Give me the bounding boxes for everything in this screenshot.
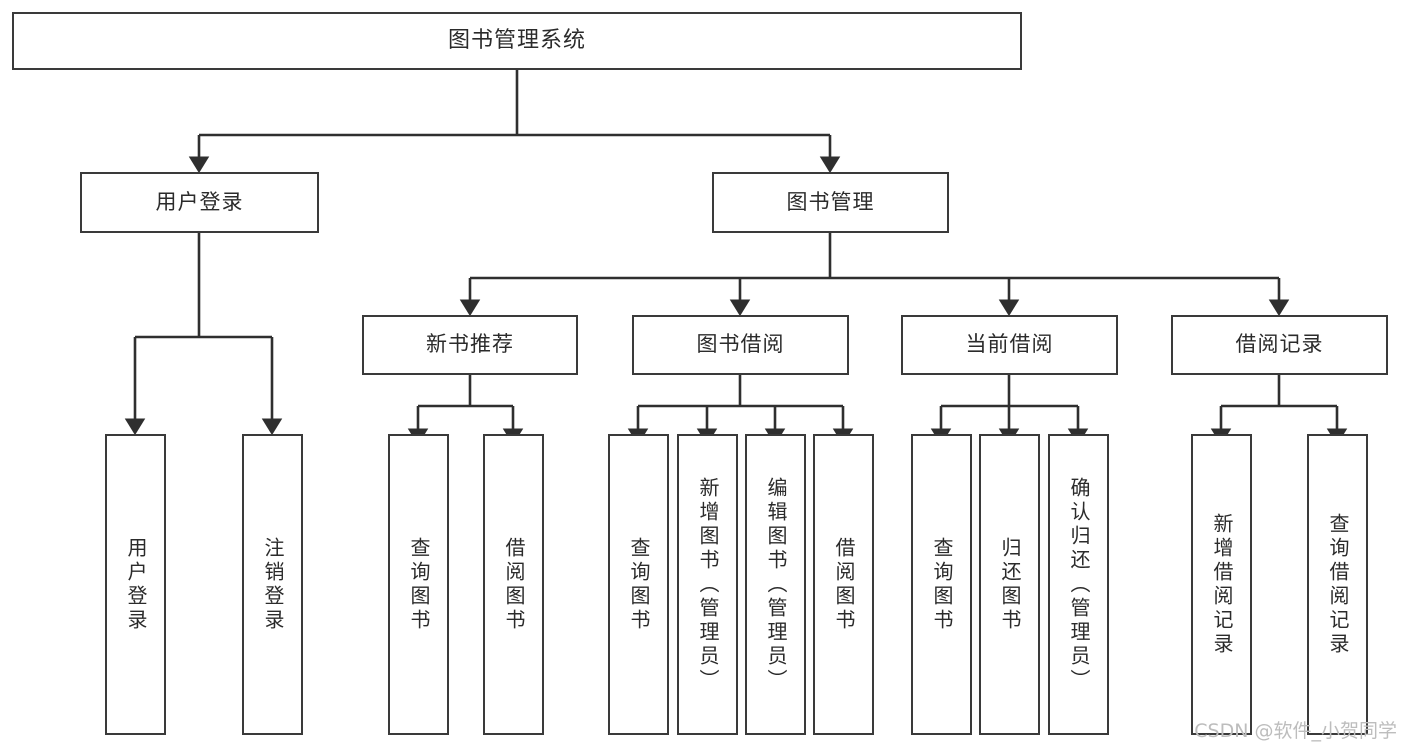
node-label: 借阅图书: [502, 536, 526, 633]
leaf-user-login[interactable]: 用户登录: [105, 434, 166, 735]
leaf-query-books-recommend[interactable]: 查询图书: [388, 434, 449, 735]
leaf-edit-book-admin[interactable]: 编辑图书（管理员）: [745, 434, 806, 735]
node-label: 图书借阅: [696, 332, 785, 357]
node-label: 用户登录: [155, 189, 244, 214]
node-label: 新增图书（管理员）: [696, 476, 720, 693]
node-label: 查询图书: [930, 536, 954, 633]
node-label: 当前借阅: [965, 332, 1054, 357]
leaf-query-borrow-record[interactable]: 查询借阅记录: [1307, 434, 1368, 735]
node-label: 查询图书: [627, 536, 651, 633]
node-label: 编辑图书（管理员）: [764, 476, 788, 693]
leaf-add-borrow-record[interactable]: 新增借阅记录: [1191, 434, 1252, 735]
node-label: 注销登录: [261, 536, 285, 633]
node-label: 归还图书: [998, 536, 1022, 633]
node-label: 图书管理: [786, 189, 875, 214]
node-new-book-recommend[interactable]: 新书推荐: [362, 315, 578, 375]
leaf-logout[interactable]: 注销登录: [242, 434, 303, 735]
node-book-borrow[interactable]: 图书借阅: [632, 315, 849, 375]
leaf-query-books-borrow[interactable]: 查询图书: [608, 434, 669, 735]
node-label: 图书管理系统: [447, 27, 586, 53]
node-label: 借阅记录: [1235, 332, 1324, 357]
leaf-borrow-books-recommend[interactable]: 借阅图书: [483, 434, 544, 735]
node-book-management[interactable]: 图书管理: [712, 172, 949, 233]
node-label: 查询图书: [407, 536, 431, 633]
node-label: 新增借阅记录: [1210, 512, 1234, 657]
leaf-return-books[interactable]: 归还图书: [979, 434, 1040, 735]
leaf-query-books-current[interactable]: 查询图书: [911, 434, 972, 735]
leaf-add-book-admin[interactable]: 新增图书（管理员）: [677, 434, 738, 735]
leaf-confirm-return-admin[interactable]: 确认归还（管理员）: [1048, 434, 1109, 735]
node-label: 确认归还（管理员）: [1067, 476, 1091, 693]
node-label: 借阅图书: [832, 536, 856, 633]
node-user-login[interactable]: 用户登录: [80, 172, 319, 233]
node-root-book-management-system[interactable]: 图书管理系统: [12, 12, 1022, 70]
watermark-text: CSDN @软件_小贺同学: [1194, 720, 1397, 742]
node-current-borrow[interactable]: 当前借阅: [901, 315, 1118, 375]
node-label: 用户登录: [124, 536, 148, 633]
node-label: 查询借阅记录: [1326, 512, 1350, 657]
node-label: 新书推荐: [426, 332, 514, 357]
leaf-borrow-books[interactable]: 借阅图书: [813, 434, 874, 735]
node-borrow-record[interactable]: 借阅记录: [1171, 315, 1388, 375]
